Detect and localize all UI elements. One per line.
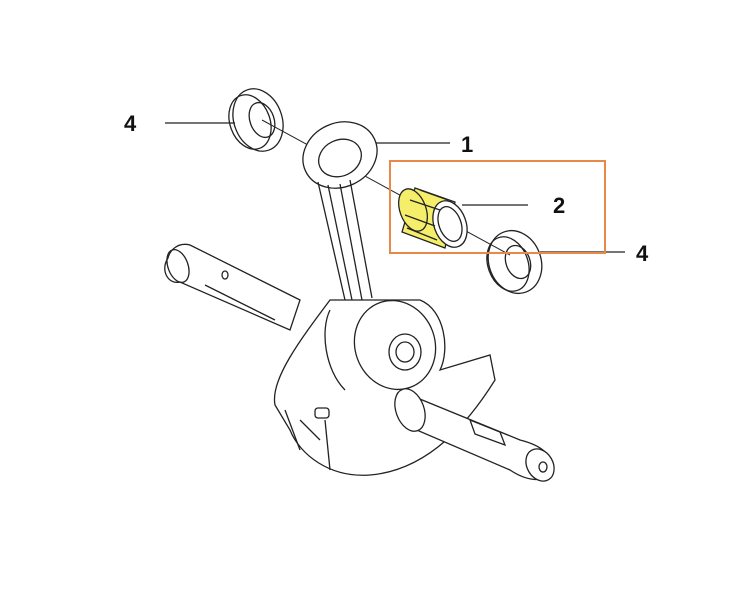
callout-label-1[interactable]: 1 (461, 132, 474, 157)
seal-ring-right (486, 229, 543, 295)
callout-label-4-left[interactable]: 4 (124, 111, 137, 136)
highlight-box-part-2 (389, 160, 606, 254)
connecting-rod (302, 121, 378, 301)
callout-label-2[interactable]: 2 (553, 193, 566, 218)
callout-label-4-right[interactable]: 4 (636, 241, 649, 266)
crankshaft (164, 243, 555, 482)
seal-ring-left (228, 88, 284, 152)
needle-bearing (398, 187, 468, 249)
